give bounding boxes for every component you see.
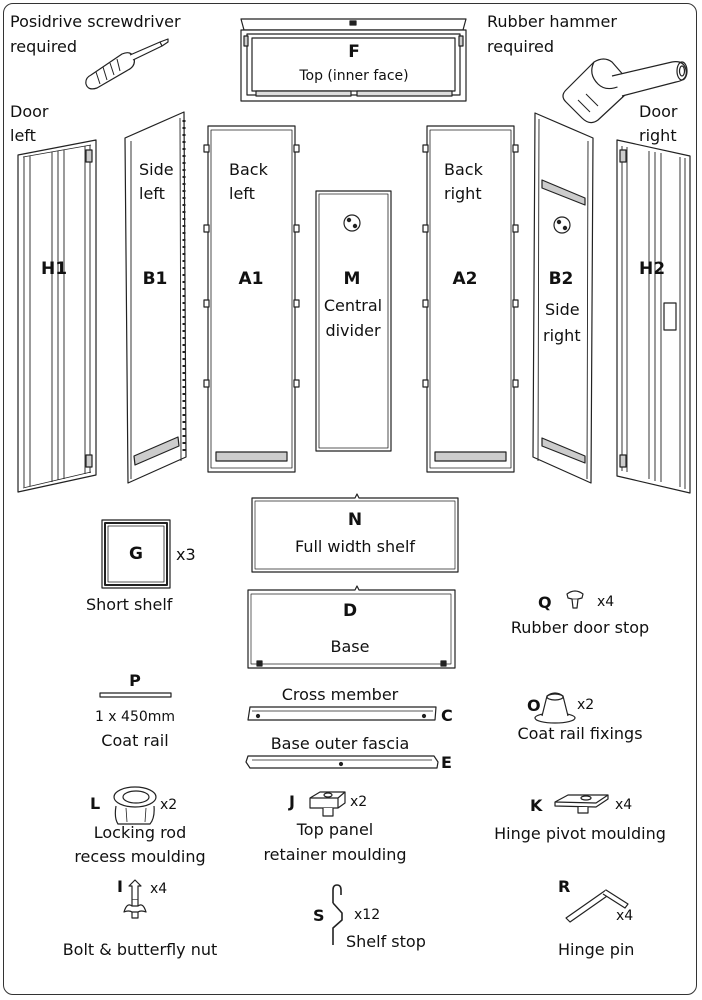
part-q-code: Q bbox=[538, 593, 552, 612]
part-l-name-line1: Locking rod bbox=[93, 823, 187, 842]
part-i-qty: x4 bbox=[150, 881, 168, 897]
part-g-qty: x3 bbox=[176, 545, 196, 564]
panel-f-top bbox=[240, 18, 467, 102]
panel-h2-name-line1: Door bbox=[639, 102, 678, 121]
part-p-coat-rail bbox=[99, 692, 172, 698]
part-p-code: P bbox=[129, 671, 141, 690]
hammer-label-line2: required bbox=[487, 37, 555, 56]
panel-a2-back-right bbox=[422, 125, 519, 473]
screwdriver-label-line1: Posidrive screwdriver bbox=[10, 12, 181, 31]
part-s-name: Shelf stop bbox=[346, 932, 426, 951]
screwdriver-label-line2: required bbox=[10, 37, 78, 56]
part-l-name-line2: recess moulding bbox=[74, 847, 206, 866]
part-r-name: Hinge pin bbox=[558, 940, 635, 959]
part-j-code: J bbox=[289, 792, 295, 811]
part-q-name: Rubber door stop bbox=[510, 618, 650, 637]
part-i-name: Bolt & butterfly nut bbox=[62, 940, 218, 959]
panel-f-name: Top (inner face) bbox=[299, 68, 409, 84]
panel-a1-name-line1: Back bbox=[229, 160, 268, 179]
part-c-cross-member bbox=[247, 706, 437, 721]
part-k-hinge-pivot-icon bbox=[554, 794, 609, 814]
panel-a2-name-line2: right bbox=[444, 184, 482, 203]
hammer-label-line1: Rubber hammer bbox=[487, 12, 617, 31]
part-r-hinge-pin-icon bbox=[565, 889, 629, 923]
part-k-qty: x4 bbox=[615, 797, 633, 813]
part-e-code: E bbox=[441, 753, 452, 772]
part-d-name: Base bbox=[330, 637, 370, 656]
part-j-top-panel-retainer-icon bbox=[309, 791, 346, 817]
part-n-code: N bbox=[347, 510, 363, 530]
panel-a1-code: A1 bbox=[238, 269, 264, 289]
panel-f-code: F bbox=[348, 42, 360, 62]
panel-a1-name-line2: left bbox=[229, 184, 255, 203]
part-o-coat-rail-fixing-icon bbox=[534, 692, 576, 724]
panel-h1-door-left bbox=[17, 139, 97, 493]
panel-b1-side-left bbox=[124, 111, 187, 484]
part-k-name: Hinge pivot moulding bbox=[494, 824, 666, 843]
part-q-rubber-door-stop-icon bbox=[566, 590, 584, 609]
rubber-hammer-icon bbox=[562, 58, 688, 124]
panel-h2-code: H2 bbox=[638, 259, 666, 279]
part-j-qty: x2 bbox=[350, 794, 368, 810]
panel-b2-name-line1: Side bbox=[545, 300, 580, 319]
part-k-code: K bbox=[530, 796, 543, 815]
panel-m-central-divider bbox=[315, 190, 392, 452]
part-s-qty: x12 bbox=[354, 907, 381, 923]
panel-a1-back-left bbox=[203, 125, 300, 473]
part-d-base bbox=[247, 585, 456, 669]
part-g-short-shelf bbox=[101, 519, 171, 589]
panel-m-code: M bbox=[343, 269, 361, 289]
diagram-frame bbox=[3, 3, 697, 995]
part-o-code: O bbox=[527, 696, 541, 715]
part-p-name-line2: Coat rail bbox=[101, 731, 169, 750]
part-j-name-line2: retainer moulding bbox=[263, 845, 407, 864]
part-g-code: G bbox=[129, 544, 143, 564]
panel-h1-name-line2: left bbox=[10, 126, 36, 145]
panel-a2-code: A2 bbox=[452, 269, 478, 289]
part-g-name: Short shelf bbox=[86, 595, 173, 614]
panel-b1-name-line1: Side bbox=[139, 160, 174, 179]
part-s-code: S bbox=[313, 906, 325, 925]
part-e-name: Base outer fascia bbox=[270, 734, 410, 753]
part-i-code: I bbox=[117, 877, 123, 896]
panel-h2-door-right bbox=[616, 139, 691, 494]
panel-h1-name-line1: Door bbox=[10, 102, 49, 121]
part-r-code: R bbox=[558, 877, 571, 896]
part-l-qty: x2 bbox=[160, 797, 178, 813]
part-l-code: L bbox=[90, 794, 101, 813]
part-o-qty: x2 bbox=[577, 697, 595, 713]
panel-b1-code: B1 bbox=[142, 269, 168, 289]
part-n-full-width-shelf bbox=[251, 493, 459, 573]
panel-m-name-line2: divider bbox=[325, 321, 381, 340]
panel-b2-code: B2 bbox=[548, 269, 574, 289]
part-l-locking-rod-recess-icon bbox=[113, 786, 157, 825]
part-p-name-line1: 1 x 450mm bbox=[94, 709, 176, 725]
panel-b2-name-line2: right bbox=[543, 326, 581, 345]
part-d-code: D bbox=[342, 601, 358, 621]
part-c-name: Cross member bbox=[281, 685, 399, 704]
part-c-code: C bbox=[441, 706, 453, 725]
panel-h1-code: H1 bbox=[40, 259, 68, 279]
part-q-qty: x4 bbox=[597, 594, 615, 610]
panel-a2-name-line1: Back bbox=[444, 160, 483, 179]
panel-m-name-line1: Central bbox=[323, 296, 383, 315]
part-e-base-outer-fascia bbox=[245, 755, 439, 769]
part-o-name: Coat rail fixings bbox=[517, 724, 643, 743]
panel-b2-side-right bbox=[532, 112, 594, 484]
part-j-name-line1: Top panel bbox=[296, 820, 374, 839]
part-s-shelf-stop-icon bbox=[332, 884, 343, 945]
part-n-name: Full width shelf bbox=[294, 537, 416, 556]
panel-b1-name-line2: left bbox=[139, 184, 165, 203]
part-i-bolt-butterfly-nut-icon bbox=[123, 879, 147, 919]
screwdriver-icon bbox=[85, 38, 169, 90]
panel-h2-name-line2: right bbox=[639, 126, 677, 145]
part-r-qty: x4 bbox=[616, 908, 634, 924]
